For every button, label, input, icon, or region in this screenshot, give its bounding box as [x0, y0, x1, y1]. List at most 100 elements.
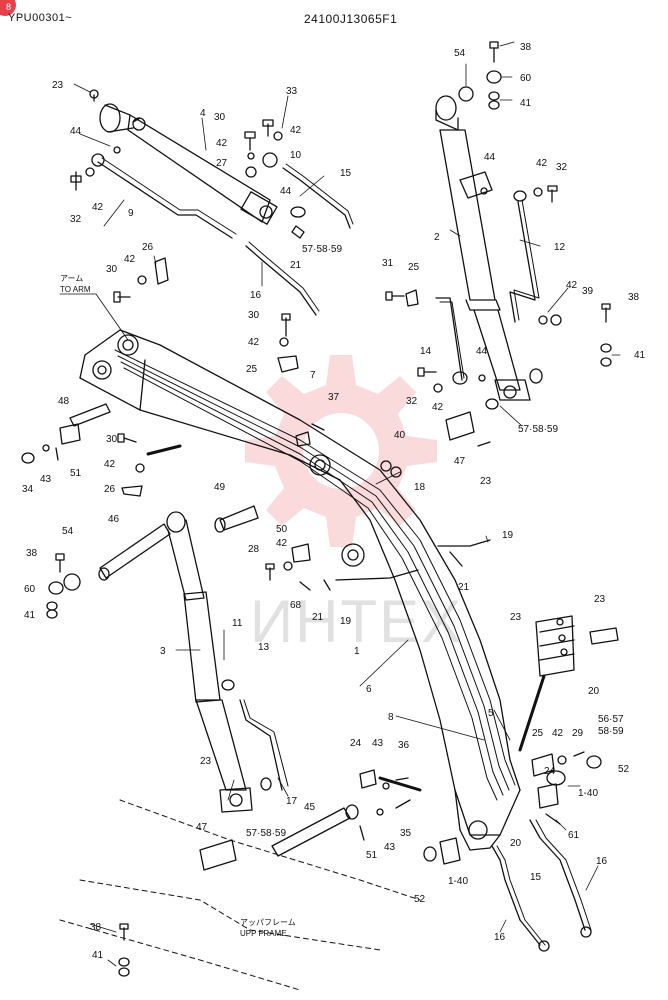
boom-hydraulic-lines: [114, 349, 516, 801]
callout-41: 41: [634, 350, 646, 361]
washer-54-top: [458, 86, 474, 102]
callout-61: 61: [568, 830, 580, 841]
serial-range-label: YPU00301~: [8, 12, 73, 24]
flange-10: [262, 152, 278, 168]
washer-43-a: [42, 444, 50, 452]
washer-57-b: [260, 777, 272, 791]
callout-42: 42: [536, 158, 548, 169]
hose-16-end: [580, 926, 592, 938]
callout-51: 51: [366, 850, 378, 861]
washer-43-c: [376, 808, 384, 816]
drawing-number: 24100J13065F1: [304, 12, 398, 26]
washer-43-b: [382, 782, 390, 790]
callout-43: 43: [384, 842, 396, 853]
callout-40: 40: [394, 430, 406, 441]
plate-24: [359, 769, 377, 789]
washer-42-d: [137, 275, 147, 285]
callout-2: 2: [434, 232, 440, 243]
upp-frame-label-jp: アッパフレーム: [240, 918, 296, 927]
callout-43: 43: [40, 474, 52, 485]
callout-47: 47: [454, 456, 466, 467]
callout-49: 49: [214, 482, 226, 493]
bolt-33-head: [262, 119, 274, 127]
nut-39: [550, 314, 562, 326]
callout-25: 25: [246, 364, 258, 375]
valve-block-20: [535, 615, 575, 677]
boom-body: [79, 329, 521, 851]
bolt-32-c-head: [417, 367, 425, 377]
washer-57-c: [529, 368, 543, 384]
callout-20: 20: [510, 838, 522, 849]
callout-26: 26: [104, 484, 116, 495]
callout-44: 44: [484, 152, 496, 163]
callout-3: 3: [160, 646, 166, 657]
collar-near-14: [452, 371, 468, 385]
washer-42-k: [557, 755, 567, 765]
plate-48: [59, 423, 81, 445]
clamp-26-b: [121, 485, 143, 497]
callout-60: 60: [520, 73, 532, 84]
callout-38: 38: [26, 548, 38, 559]
callout-42: 42: [248, 337, 260, 348]
nut-41-c2: [600, 357, 612, 367]
nut-41-c1: [600, 343, 612, 353]
washer-42-c: [85, 167, 95, 177]
washer-42-e: [279, 337, 289, 347]
bushing-47-b: [445, 411, 475, 441]
corner-badge-text: 8: [5, 2, 11, 12]
callout-57-58-59: 57·58·59: [246, 828, 286, 839]
fitting-61: [545, 813, 561, 825]
callout-52: 52: [414, 894, 426, 905]
leader-lines: [73, 41, 621, 967]
hose-15-lower-b: [496, 845, 546, 946]
callout-38: 38: [90, 922, 102, 933]
callout-8: 8: [388, 712, 394, 723]
clamp-25-c: [531, 753, 555, 777]
callout-18: 18: [414, 482, 426, 493]
washer-42-a: [247, 152, 255, 160]
nut-41-b1: [46, 601, 58, 611]
nut-40-b: [390, 466, 402, 478]
callout-45: 45: [304, 802, 316, 813]
bolt-30-c-head: [281, 313, 291, 321]
pipe-9-end: [91, 153, 105, 167]
bolt-28-head: [265, 563, 275, 570]
callout-13: 13: [258, 642, 270, 653]
callout-42: 42: [552, 728, 564, 739]
hose-bar-right: [518, 674, 546, 752]
callout-52: 52: [618, 764, 630, 775]
hose-15-end: [538, 940, 550, 952]
callout-39: 39: [582, 286, 594, 297]
callout-28: 28: [248, 544, 260, 555]
grease-23-c: [477, 441, 491, 447]
bolt-34-head: [21, 452, 35, 464]
to-arm-leader: [59, 293, 129, 341]
arm-pipe-9: [97, 161, 233, 239]
callout-51: 51: [70, 468, 82, 479]
seal-52-b: [423, 846, 437, 862]
callout-68: 68: [290, 600, 302, 611]
bolt-35: [395, 799, 411, 809]
washer-42-h: [533, 187, 543, 197]
callout-42: 42: [104, 459, 116, 470]
callout-7: 7: [310, 370, 316, 381]
callout-60: 60: [24, 584, 36, 595]
hose-16-upper: [245, 245, 317, 316]
nut-41-a: [488, 91, 500, 101]
callout-21: 21: [458, 582, 470, 593]
callout-9: 9: [128, 208, 134, 219]
to-arm-label: TO ARM: [60, 285, 91, 294]
callout-38: 38: [520, 42, 532, 53]
grease-21-b: [323, 579, 331, 591]
callout-54: 54: [454, 48, 466, 59]
bolt-38-b-head: [55, 553, 65, 561]
washer-42-f: [135, 463, 145, 473]
bolt-32-a-head: [70, 175, 82, 183]
callout-42: 42: [432, 402, 444, 413]
callout-1: 1: [354, 646, 360, 657]
callout-32: 32: [70, 214, 82, 225]
bolt-30-a-head: [244, 131, 256, 139]
callout-15: 15: [530, 872, 542, 883]
boom-cylinder-3: [166, 511, 253, 813]
